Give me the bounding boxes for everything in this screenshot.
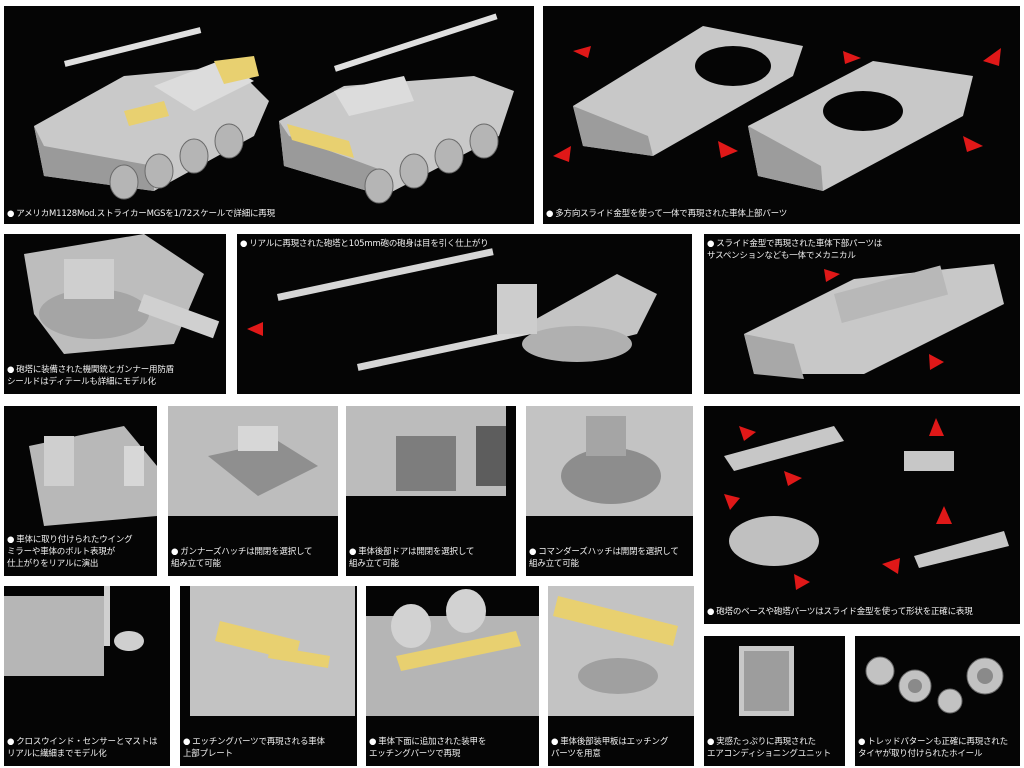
panel-rear-door: ●車体後部ドアは開閉を選択して 組み立て可能 xyxy=(346,406,516,576)
upper-plate-etch-render-image xyxy=(190,586,355,716)
mirrors-render-image xyxy=(29,426,157,526)
panel-upper-hull: ●多方向スライド金型を使って一体で再現された車体上部パーツ xyxy=(543,6,1020,224)
wheels-render-image xyxy=(865,656,1004,714)
caption: ●車体後部ドアは開閉を選択して 組み立て可能 xyxy=(349,547,475,569)
rear-door-render-image xyxy=(346,406,506,496)
caption: ●アメリカM1128Mod.ストライカーMGSを1/72スケールで詳細に再現 xyxy=(7,209,275,219)
gunner-hatch-render-image xyxy=(168,406,338,516)
rear-armor-etch-render-image xyxy=(548,586,694,716)
caption: ●エッチングパーツで再現される車体 上部プレート xyxy=(183,737,325,759)
caption: ●砲塔に装備された機関銃とガンナー用防盾 シールドはディテールも詳細にモデル化 xyxy=(7,365,174,387)
caption: ●トレッドパターンも正確に再現された タイヤが取り付けられたホイール xyxy=(858,737,1008,759)
caption: ●車体に取り付けられたウイング ミラーや車体のボルト表現が 仕上がりをリアルに演… xyxy=(7,535,133,569)
caption: ●コマンダーズハッチは開閉を選択して 組み立て可能 xyxy=(529,547,679,569)
caption: ●リアルに再現された砲塔と105mm砲の砲身は目を引く仕上がり xyxy=(240,239,489,249)
panel-commander-hatch: ●コマンダーズハッチは開閉を選択して 組み立て可能 xyxy=(526,406,693,576)
caption: ●多方向スライド金型を使って一体で再現された車体上部パーツ xyxy=(546,209,788,219)
underside-armor-render-image xyxy=(366,589,539,716)
panel-wheels: ●トレッドパターンも正確に再現された タイヤが取り付けられたホイール xyxy=(855,636,1020,766)
panel-gunner-hatch: ●ガンナーズハッチは開閉を選択して 組み立て可能 xyxy=(168,406,338,576)
turret-gun-render-image xyxy=(247,248,657,371)
panel-crosswind-sensor: ●クロスウインド・センサーとマストは リアルに繊細までモデル化 xyxy=(4,586,170,766)
caption: ●クロスウインド・センサーとマストは リアルに繊細までモデル化 xyxy=(7,737,158,759)
caption: ●車体後部装甲板はエッチング パーツを用意 xyxy=(551,737,669,759)
panel-full-vehicle: ●アメリカM1128Mod.ストライカーMGSを1/72スケールで詳細に再現 xyxy=(4,6,534,224)
vehicle-render-image xyxy=(34,13,514,204)
lower-hull-render-image xyxy=(744,264,1004,379)
panel-rear-armor-etch: ●車体後部装甲板はエッチング パーツを用意 xyxy=(548,586,694,766)
panel-aircon: ●実感たっぷりに再現された エアコンディショニングユニット xyxy=(704,636,845,766)
panel-upper-plate-etch: ●エッチングパーツで再現される車体 上部プレート xyxy=(180,586,357,766)
panel-turret-parts: ●砲塔のベースや砲塔パーツはスライド金型を使って形状を正確に表現 xyxy=(704,406,1020,624)
panel-turret-gun: ●リアルに再現された砲塔と105mm砲の砲身は目を引く仕上がり xyxy=(237,234,692,394)
caption: ●車体下面に追加された装甲を エッチングパーツで再現 xyxy=(369,737,487,759)
panel-mirrors: ●車体に取り付けられたウイング ミラーや車体のボルト表現が 仕上がりをリアルに演… xyxy=(4,406,157,576)
caption: ●スライド金型で再現された車体下部パーツは サスペンションなども一体でメカニカル xyxy=(707,239,883,261)
caption: ●ガンナーズハッチは開閉を選択して 組み立て可能 xyxy=(171,547,313,569)
aircon-render-image xyxy=(739,646,794,716)
turret-mg-render-image xyxy=(24,234,220,354)
turret-parts-render-image xyxy=(724,418,1009,590)
caption: ●砲塔のベースや砲塔パーツはスライド金型を使って形状を正確に表現 xyxy=(707,607,973,617)
upper-hull-render-image xyxy=(553,26,1001,191)
panel-underside-armor: ●車体下面に追加された装甲を エッチングパーツで再現 xyxy=(366,586,539,766)
crosswind-sensor-render-image xyxy=(4,586,144,676)
commander-hatch-render-image xyxy=(526,406,693,516)
panel-turret-mg: ●砲塔に装備された機関銃とガンナー用防盾 シールドはディテールも詳細にモデル化 xyxy=(4,234,226,394)
caption: ●実感たっぷりに再現された エアコンディショニングユニット xyxy=(707,737,831,759)
panel-lower-hull: ●スライド金型で再現された車体下部パーツは サスペンションなども一体でメカニカル xyxy=(704,234,1020,394)
